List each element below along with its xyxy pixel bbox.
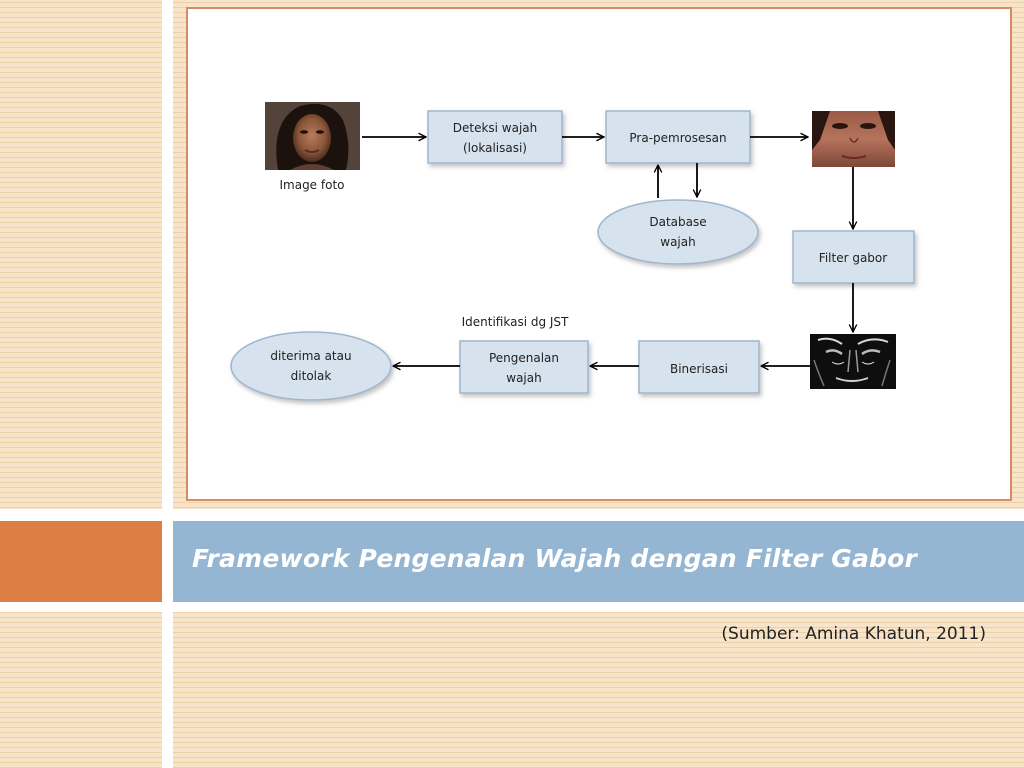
pengenalan-wajah-node: Pengenalan wajah [459,340,589,394]
cropped-face-image [812,111,895,167]
binerisasi-node: Binerisasi [638,340,760,394]
binerisasi-label: Binerisasi [670,362,728,376]
identifikasi-label: Identifikasi dg JST [462,315,569,329]
horizontal-divider-bottom [0,602,1024,612]
diagram-arrows [362,137,853,366]
accent-block [0,521,162,602]
image-foto-label: Image foto [279,178,344,192]
deteksi-wajah-line1: Deteksi wajah [453,121,538,135]
database-line1: Database [649,215,706,229]
slide-title: Framework Pengenalan Wajah dengan Filter… [192,544,918,573]
pra-pemrosesan-node: Pra-pemrosesan [605,110,751,164]
pengenalan-line1: Pengenalan [489,351,559,365]
horizontal-divider-top [0,509,1024,521]
gabor-filtered-image [810,334,896,389]
source-citation: (Sumber: Amina Khatun, 2011) [721,624,986,644]
input-photo-image [265,102,360,170]
filter-gabor-node: Filter gabor [792,230,915,284]
pra-pemrosesan-label: Pra-pemrosesan [629,131,726,145]
database-wajah-node: Database wajah [597,199,759,265]
vertical-divider [162,0,173,768]
database-line2: wajah [660,235,695,249]
hasil-line2: ditolak [291,369,332,383]
pengenalan-line2: wajah [506,371,541,385]
deteksi-wajah-node: Deteksi wajah (lokalisasi) [427,110,563,164]
filter-gabor-label: Filter gabor [819,251,887,265]
title-bar [173,521,1024,602]
hasil-node: diterima atau ditolak [230,331,392,401]
hasil-line1: diterima atau [270,349,351,363]
deteksi-wajah-line2: (lokalisasi) [463,141,527,155]
